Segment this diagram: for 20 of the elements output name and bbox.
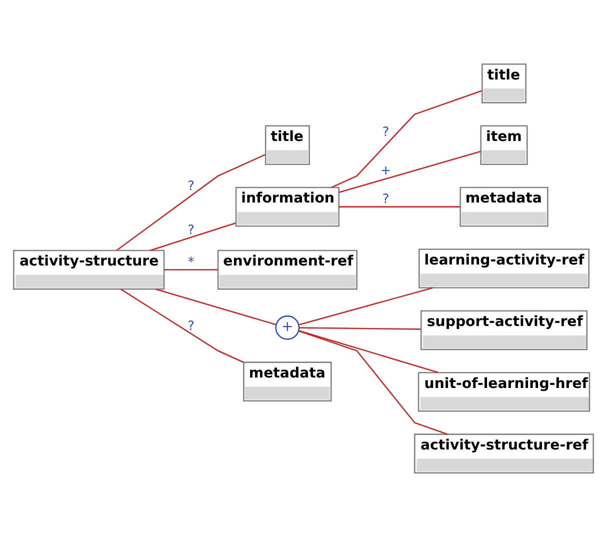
edge-label: ? bbox=[382, 191, 390, 206]
node-circle: + bbox=[275, 314, 300, 340]
connector bbox=[299, 326, 421, 330]
edge-label: + bbox=[380, 163, 392, 178]
connector bbox=[116, 153, 266, 250]
edge-label: ? bbox=[188, 178, 194, 194]
connector bbox=[298, 330, 438, 373]
connector bbox=[298, 286, 433, 325]
connector bbox=[338, 206, 460, 207]
connector bbox=[298, 330, 448, 434]
connector bbox=[338, 150, 482, 192]
connector bbox=[156, 288, 276, 325]
edge-label: ? bbox=[188, 222, 194, 238]
connector bbox=[120, 288, 244, 362]
connector bbox=[150, 222, 236, 250]
edge-label: ? bbox=[382, 124, 390, 140]
edge-label: * bbox=[188, 254, 194, 270]
edge-label: ? bbox=[188, 318, 194, 334]
connector bbox=[331, 90, 482, 188]
connector bbox=[164, 268, 218, 270]
